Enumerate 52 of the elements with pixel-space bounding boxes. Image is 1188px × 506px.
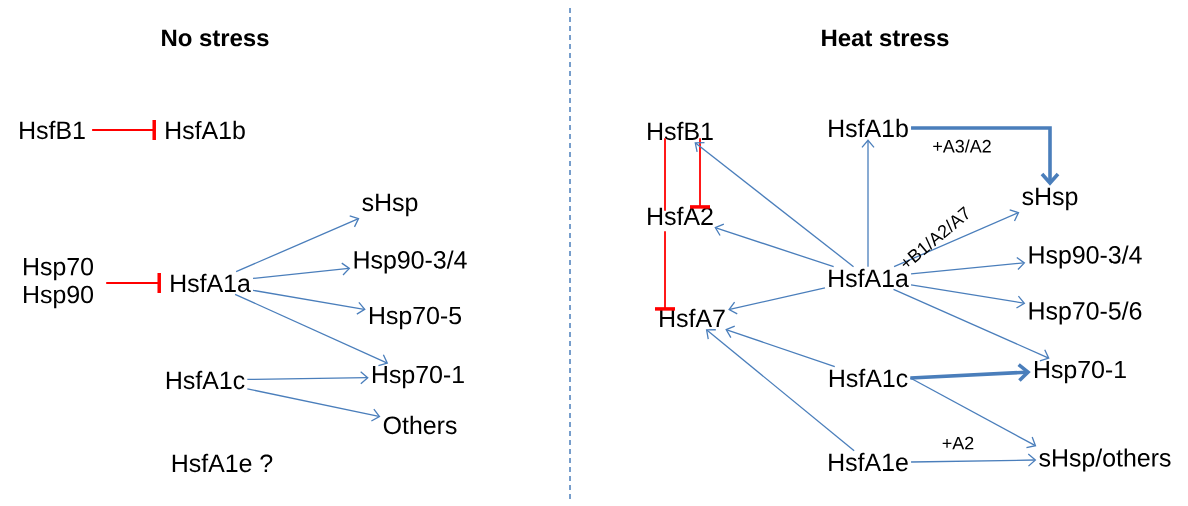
arrow <box>694 141 855 268</box>
gene-label: Hsp70-1 <box>1035 360 1126 384</box>
arrow <box>910 284 1026 309</box>
edge-label: +A3/A2 <box>933 139 991 153</box>
inhibition-line <box>655 230 675 311</box>
gene-label: HsfA1c <box>166 370 245 390</box>
gene-label: HsfB1 <box>648 121 713 141</box>
gene-label: HsfA2 <box>648 206 713 226</box>
gene-label: HsfA7 <box>660 308 725 328</box>
gene-label: sHsp <box>362 193 418 217</box>
arrow <box>246 371 369 385</box>
arrow <box>909 377 1037 449</box>
arrow <box>252 289 366 315</box>
gene-label: HsfB1 <box>20 120 85 140</box>
arrow <box>234 293 389 367</box>
inhibition-line <box>690 137 710 209</box>
gene-label: HsfA1a <box>829 268 909 288</box>
gene-label: HsfA1a <box>171 273 251 293</box>
gene-label: Hsp90-3/4 <box>354 250 467 274</box>
gene-label: HsfA1b <box>829 118 908 138</box>
gene-label: Hsp70-5/6 <box>1029 301 1142 325</box>
gene-label: Hsp90-3/4 <box>1029 245 1142 269</box>
gene-label: HsfA1c <box>829 368 908 388</box>
arrow <box>728 287 826 315</box>
panel-heading: No stress <box>162 29 269 47</box>
gene-label: Hsp70-1 <box>373 365 464 389</box>
gene-label: Hsp70 Hsp90 <box>24 257 93 309</box>
gene-label: sHsp <box>1022 187 1078 211</box>
arrow <box>246 388 381 422</box>
gene-label: Others <box>383 415 457 435</box>
line <box>664 137 666 212</box>
edge-label: +A2 <box>942 436 974 450</box>
arrow <box>910 453 1037 467</box>
arrow <box>892 288 1050 362</box>
panel-heading: Heat stress <box>822 29 949 47</box>
arrow <box>911 126 1060 186</box>
gene-label: sHsp/others <box>1039 448 1171 472</box>
arrow <box>252 262 351 280</box>
inhibition-line <box>91 120 156 140</box>
arrow <box>725 325 836 368</box>
arrow <box>705 329 855 452</box>
inhibition-line <box>105 273 161 293</box>
gene-label: HsfA1e ? <box>172 453 273 473</box>
arrow <box>861 139 875 268</box>
arrow <box>910 256 1026 275</box>
arrow <box>893 209 1020 268</box>
arrow <box>235 215 360 273</box>
arrow <box>714 223 835 268</box>
gene-label: Hsp70-5 <box>370 306 461 330</box>
gene-label: HsfA1b <box>166 120 245 140</box>
gene-label: HsfA1e <box>829 452 908 472</box>
arrow <box>910 363 1031 382</box>
